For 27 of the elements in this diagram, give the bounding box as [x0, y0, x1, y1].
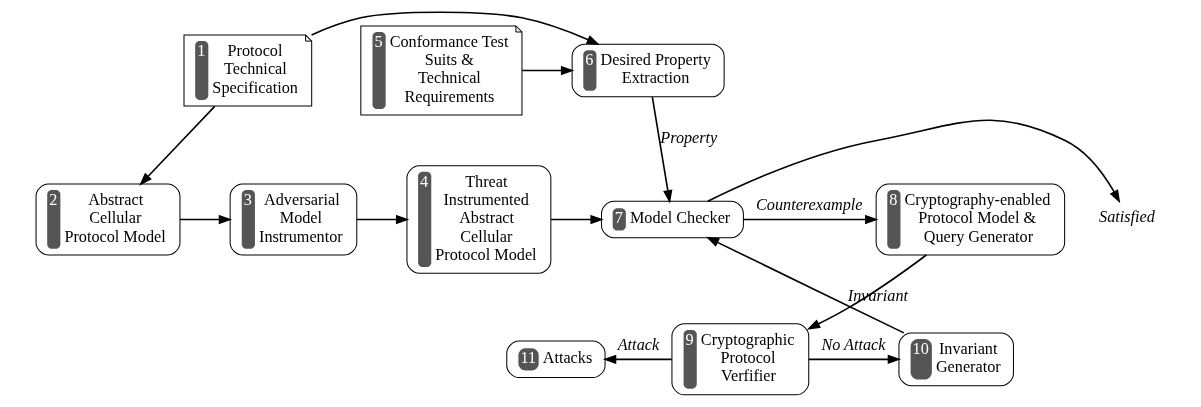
node-box: 11 Attacks: [506, 340, 606, 379]
node-box: 6 Desired Property Extraction: [571, 43, 725, 98]
arrow: [742, 214, 879, 225]
arrow: [179, 214, 233, 225]
arrow: [705, 236, 905, 334]
node-box: 3 Adversarial Model Instrumentor: [229, 183, 358, 256]
arrow: [356, 214, 410, 225]
node-box: 4 Threat Instrumented Abstract Cellular Protocol Model: [406, 165, 552, 274]
arrow: [310, 11, 600, 46]
node-box: 8 Cryptography-enabled Protocol Model & Query Generator: [875, 183, 1066, 256]
node-box: 7 Model Checker: [601, 200, 744, 239]
arrow: [806, 254, 928, 330]
arrow: [550, 214, 604, 225]
edge-label: Counterexample: [756, 196, 863, 215]
edge-label: No Attack: [821, 335, 886, 354]
arrow: [602, 354, 673, 364]
arrow: [808, 354, 902, 364]
node-box: 2 Abstract Cellular Protocol Model: [35, 183, 181, 256]
arrow: [139, 105, 216, 186]
node-box: 10 Invariant Generator: [898, 332, 1014, 387]
arrow: [706, 119, 1121, 204]
node-box: 9 Cryptographic Protocol Verfifier: [671, 323, 810, 396]
edge-label: Property: [660, 129, 718, 148]
arrow: [521, 65, 575, 76]
node-text: Satisfied: [1099, 208, 1155, 227]
arrow: [651, 96, 673, 204]
edge-label: Attack: [617, 335, 660, 354]
